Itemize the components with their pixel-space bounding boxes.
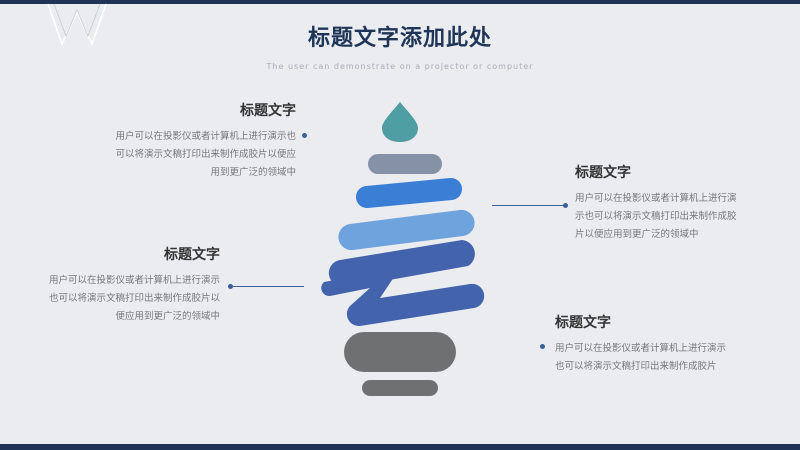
block-line: 也可以将演示文稿打印出来制作成胶片 xyxy=(555,361,717,372)
block-body: 用户可以在投影仪或者计算机上进行演示 也可以将演示文稿打印出来制作成胶片 xyxy=(555,340,755,376)
block-line: 可以将演示文稿打印出来制作成胶片以便应 xyxy=(115,149,296,160)
block-line: 用户可以在投影仪或者计算机上进行演 xyxy=(575,193,737,204)
block-body: 用户可以在投影仪或者计算机上进行演示 也可以将演示文稿打印出来制作成胶片以 便应… xyxy=(30,272,220,326)
block-heading: 标题文字 xyxy=(575,165,631,181)
block-line: 用户可以在投影仪或者计算机上进行演示 xyxy=(555,343,727,354)
connector-dot-1 xyxy=(302,133,307,138)
block-line: 用户可以在投影仪或者计算机上进行演示 xyxy=(48,275,220,286)
page-title: 标题文字添加此处 xyxy=(307,26,492,51)
block-line: 用户可以在投影仪或者计算机上进行演示也 xyxy=(115,131,296,142)
block-heading: 标题文字 xyxy=(164,247,220,263)
block-body: 用户可以在投影仪或者计算机上进行演 示也可以将演示文稿打印出来制作成胶 片以便应… xyxy=(575,190,765,244)
text-block-2: 标题文字 用户可以在投影仪或者计算机上进行演 示也可以将演示文稿打印出来制作成胶… xyxy=(575,162,765,244)
block-body: 用户可以在投影仪或者计算机上进行演示也 可以将演示文稿打印出来制作成胶片以便应 … xyxy=(96,128,296,182)
connector-line-3 xyxy=(232,286,304,287)
block-line: 片以便应用到更广泛的领域中 xyxy=(575,229,699,240)
block-heading: 标题文字 xyxy=(240,103,296,119)
block-heading: 标题文字 xyxy=(555,315,611,331)
bottom-border xyxy=(0,444,800,450)
w-logo-icon xyxy=(47,3,107,47)
block-line: 便应用到更广泛的领域中 xyxy=(115,311,220,322)
page-subtitle: The user can demonstrate on a projector … xyxy=(266,62,534,71)
connector-line-2 xyxy=(492,205,566,206)
block-line: 用到更广泛的领域中 xyxy=(210,167,296,178)
connector-dot-4 xyxy=(540,344,545,349)
connector-dot-3 xyxy=(228,284,233,289)
text-block-1: 标题文字 用户可以在投影仪或者计算机上进行演示也 可以将演示文稿打印出来制作成胶… xyxy=(96,100,296,182)
text-block-3: 标题文字 用户可以在投影仪或者计算机上进行演示 也可以将演示文稿打印出来制作成胶… xyxy=(30,244,220,326)
lightbulb-icon xyxy=(321,102,485,396)
connector-dot-2 xyxy=(563,203,568,208)
top-border xyxy=(0,0,800,4)
block-line: 示也可以将演示文稿打印出来制作成胶 xyxy=(575,211,737,222)
text-block-4: 标题文字 用户可以在投影仪或者计算机上进行演示 也可以将演示文稿打印出来制作成胶… xyxy=(555,312,755,376)
block-line: 也可以将演示文稿打印出来制作成胶片以 xyxy=(48,293,220,304)
